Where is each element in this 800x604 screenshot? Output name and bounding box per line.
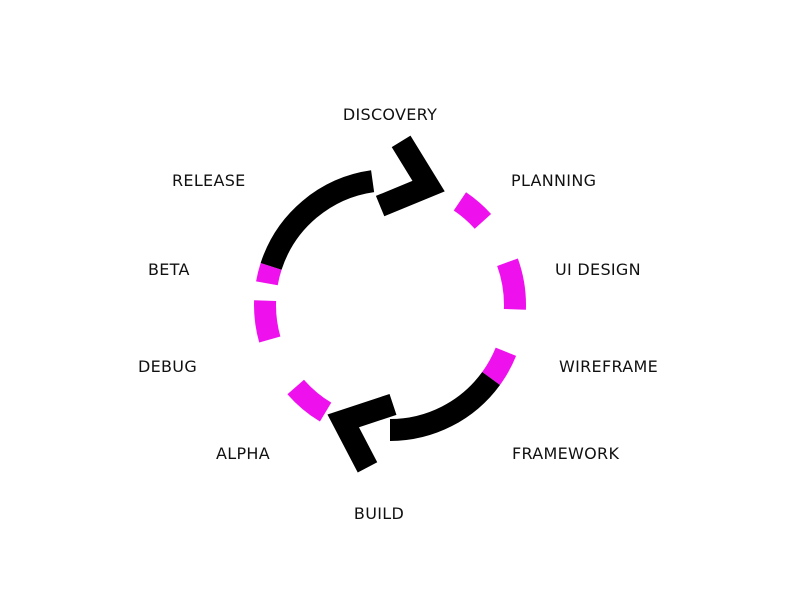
stage-label-wireframe: WIREFRAME	[559, 357, 658, 376]
dashed-path-segments	[254, 192, 526, 422]
stage-label-discovery: DISCOVERY	[342, 105, 438, 124]
stage-label-build: BUILD	[353, 504, 405, 523]
top-arrowhead	[375, 135, 445, 217]
stage-label-framework: FRAMEWORK	[512, 444, 620, 463]
dash-segment-1	[453, 192, 492, 229]
stage-label-beta: BETA	[148, 260, 190, 279]
dash-segment-4	[287, 379, 332, 422]
dash-segment-3	[482, 347, 517, 385]
dash-segment-5	[254, 300, 281, 343]
bottom-arrow-arc	[389, 371, 500, 441]
stage-label-release: RELEASE	[172, 171, 246, 190]
stage-label-ui-design: UI DESIGN	[555, 260, 641, 279]
stage-label-debug: DEBUG	[138, 357, 198, 376]
dash-segment-2	[497, 258, 526, 310]
stage-label-planning: PLANNING	[511, 171, 597, 190]
cycle-arrows	[260, 135, 500, 473]
dash-segment-6	[256, 263, 282, 286]
stage-label-alpha: ALPHA	[216, 444, 270, 463]
bottom-arrowhead	[327, 393, 397, 473]
top-arrow-arc	[260, 170, 375, 271]
